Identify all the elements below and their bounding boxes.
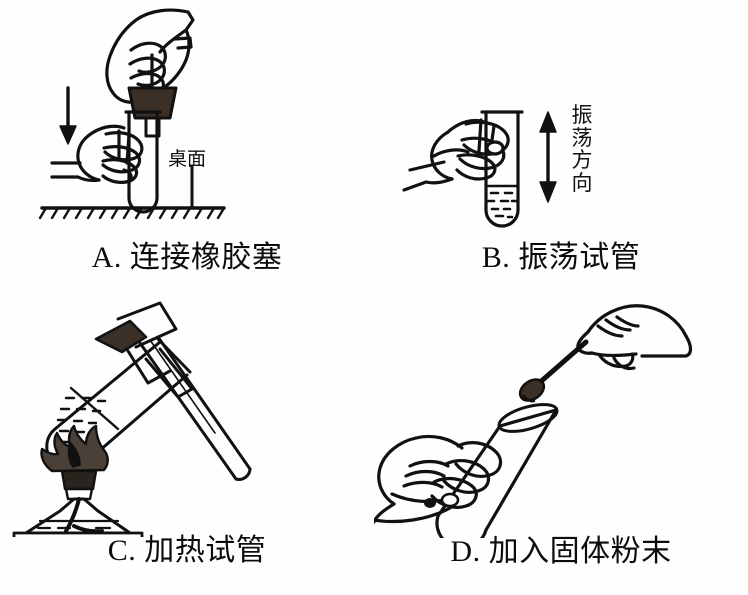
upper-hand-right-edge xyxy=(640,334,693,358)
panel-b-artwork xyxy=(402,110,557,228)
upper-hand-knuckle-3 xyxy=(615,315,640,328)
panel-b-shake-test-tube: 振 荡 方 向 B. 振荡试管 xyxy=(374,0,748,297)
grip-finger-1 xyxy=(462,120,510,156)
lower-hand-top xyxy=(86,124,126,138)
thumb-nail-detail xyxy=(173,36,193,50)
grip-finger-2 xyxy=(458,136,506,171)
ground-hatching xyxy=(38,206,226,220)
upper-hand-finger-line-1 xyxy=(590,351,638,357)
shake-arrow-head-down xyxy=(539,181,557,203)
lamp-collar xyxy=(64,487,94,501)
test-tube-body xyxy=(127,110,159,214)
clamp-handle-tip xyxy=(234,467,252,481)
upper-hand-knuckle-1 xyxy=(596,324,624,338)
lower-hand-wrist-bottom xyxy=(50,175,101,182)
shake-arrow-head-up xyxy=(539,111,557,133)
panel-c-caption: C. 加热试管 xyxy=(107,534,267,567)
lower-hand-back xyxy=(377,436,418,506)
grip-thumb-detail xyxy=(122,168,133,180)
hand-wrist-lower xyxy=(402,177,454,192)
clamp-upper-jaw xyxy=(116,301,178,349)
upper-hand-finger-curl-1 xyxy=(598,352,635,369)
thumb-tip xyxy=(485,140,505,156)
upper-hand-top-outline xyxy=(586,304,688,338)
shake-direction-char-1: 振 xyxy=(571,103,593,127)
lower-hand-top-outline xyxy=(414,434,464,450)
liquid-dot-hatching xyxy=(486,191,518,219)
hand-wrist-upper xyxy=(408,160,446,172)
upper-hand-knuckle-2 xyxy=(604,318,632,332)
powder-falling xyxy=(522,394,536,403)
spatula-shaft xyxy=(535,339,589,387)
test-tube-opening-ellipse xyxy=(497,403,559,433)
grip-finger-3 xyxy=(455,153,497,181)
lower-hand-back xyxy=(76,134,101,182)
panel-c-heat-test-tube: C. 加热试管 xyxy=(0,297,374,594)
knuckle-arc-3 xyxy=(402,480,444,489)
down-arrow-head xyxy=(59,125,77,145)
shake-direction-char-3: 方 xyxy=(571,148,593,173)
test-tube-upper-wall xyxy=(53,340,162,431)
upper-hand-finger-curl-2 xyxy=(612,356,636,371)
palm-crease xyxy=(432,148,470,158)
lamp-wick-submerged xyxy=(72,524,104,534)
table-surface-label: 桌面 xyxy=(168,149,207,170)
lower-hand-thumb-edge xyxy=(374,506,452,524)
test-tube-right-wall xyxy=(484,408,558,532)
thumb-knuckle-dot xyxy=(424,498,436,508)
upper-hand-outline xyxy=(105,8,190,104)
spatula-spoon-bowl xyxy=(518,378,546,402)
test-tube-bottom-round xyxy=(435,514,488,538)
test-tube-body xyxy=(484,110,520,228)
liquid-surface-line xyxy=(69,386,120,431)
grip-finger-2 xyxy=(442,458,491,494)
panel-d-add-solid-powder: D. 加入固体粉末 xyxy=(374,298,748,595)
panel-d-artwork xyxy=(374,304,693,538)
panel-a-caption: A. 连接橡胶塞 xyxy=(91,241,283,274)
upper-hand-index-edge xyxy=(158,28,188,54)
shake-direction-char-4: 向 xyxy=(571,171,593,196)
knuckle-arc-1 xyxy=(408,459,450,468)
clamp-handle-inner-line xyxy=(149,339,216,434)
thumb-tip xyxy=(440,492,460,508)
panel-c-artwork xyxy=(12,301,252,537)
panel-d-caption: D. 加入固体粉末 xyxy=(450,535,672,568)
shake-direction-char-2: 荡 xyxy=(571,125,593,150)
panel-b-caption: B. 振荡试管 xyxy=(481,241,641,274)
panel-a-connect-rubber-stopper: 桌面 A. 连接橡胶塞 xyxy=(0,0,374,297)
shake-direction-label: 振 荡 方 向 xyxy=(570,104,594,195)
hand-back-outline xyxy=(430,130,454,181)
clamp-handle-arm-2 xyxy=(156,335,252,471)
grip-knuckle-lines xyxy=(117,129,131,165)
lower-hand-wrist xyxy=(374,502,396,524)
lamp-flame-inner xyxy=(67,442,81,468)
test-tube-mouth-rim xyxy=(498,408,558,428)
lamp-wick-thread xyxy=(64,497,81,533)
grip-finger-1 xyxy=(454,441,503,478)
clamp-handle-arm-1 xyxy=(138,341,238,481)
panel-a-artwork xyxy=(38,8,226,220)
knuckle-arc-2 xyxy=(404,469,446,478)
upper-hand-thumb-tip xyxy=(184,10,195,32)
lamp-wick-holder xyxy=(60,469,98,491)
clamp-jaw-block xyxy=(94,319,148,354)
clamp-spring-plate xyxy=(144,347,194,399)
grip-finger-2 xyxy=(101,145,142,174)
